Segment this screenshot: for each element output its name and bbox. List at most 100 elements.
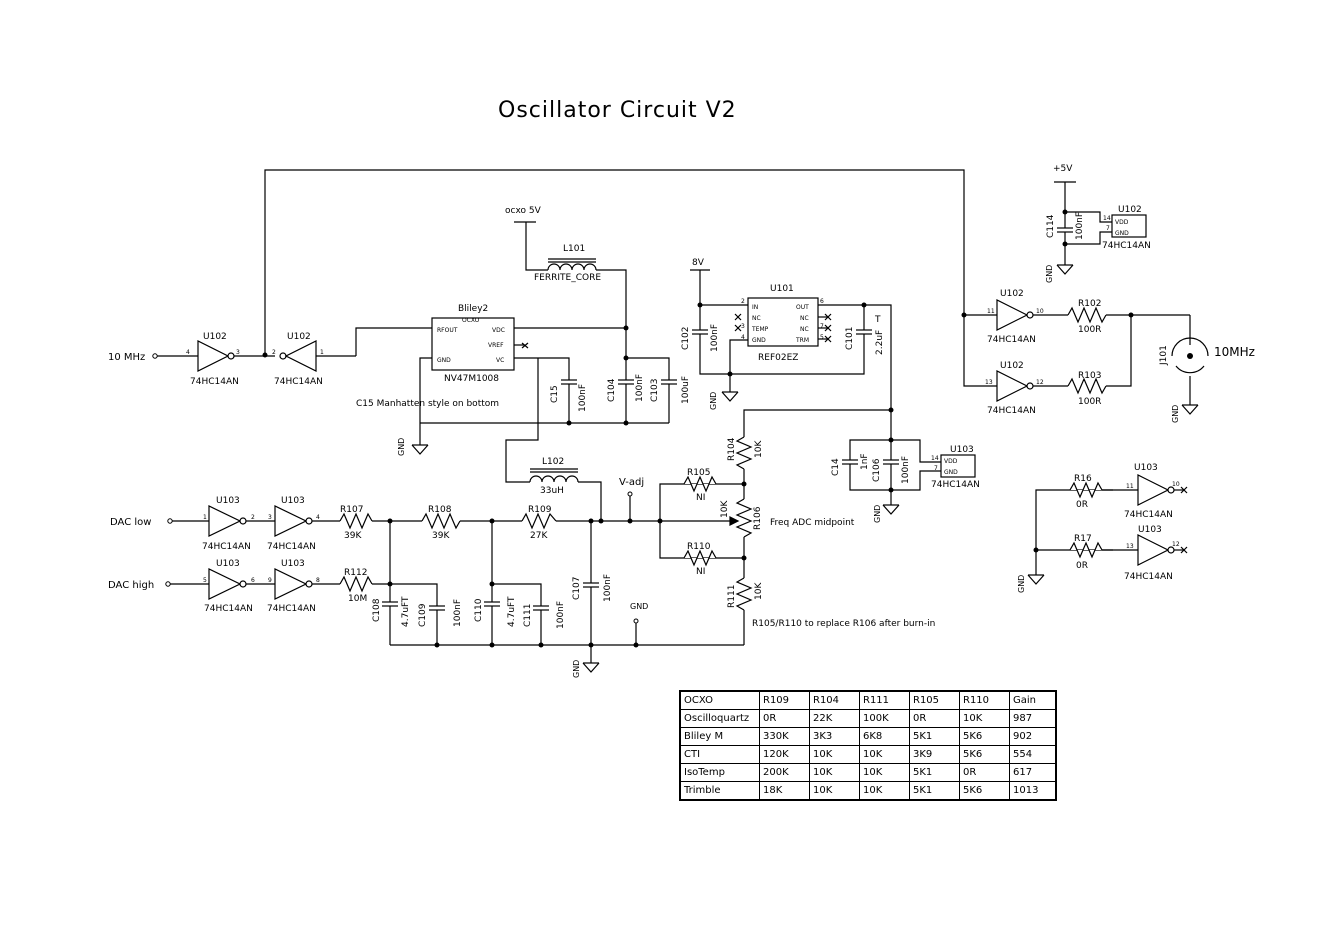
svg-text:GND: GND (397, 438, 406, 456)
svg-text:10MHz: 10MHz (1214, 345, 1255, 359)
svg-text:C106: C106 (872, 458, 882, 482)
svg-text:R110: R110 (687, 542, 711, 552)
svg-text:13: 13 (1126, 543, 1134, 550)
svg-text:100uF: 100uF (681, 376, 691, 404)
svg-text:4: 4 (741, 334, 745, 341)
power-u103: VDD GND U103 74HC14AN 14 7 (931, 445, 980, 490)
table-cell: 10K (809, 763, 860, 782)
svg-text:U101: U101 (770, 284, 794, 294)
capacitor-c15: C15 100nF (550, 379, 588, 423)
svg-text:100nF: 100nF (603, 574, 613, 602)
svg-text:NI: NI (696, 567, 705, 577)
input-10mhz-label: 10 MHz (108, 352, 145, 363)
gate-u102-d: U102 74HC14AN 13 12 (963, 315, 1068, 416)
table-cell: 10K (859, 763, 910, 782)
svg-text:74HC14AN: 74HC14AN (204, 604, 253, 614)
svg-text:R109: R109 (528, 505, 552, 515)
svg-text:TEMP: TEMP (751, 326, 769, 333)
svg-text:L102: L102 (542, 457, 564, 467)
resistor-r108: R108 39K (421, 505, 522, 541)
svg-text:11: 11 (987, 308, 995, 315)
svg-text:ocxo 5V: ocxo 5V (505, 206, 542, 216)
svg-text:C109: C109 (418, 603, 428, 627)
svg-text:1: 1 (320, 349, 324, 356)
svg-text:14: 14 (1103, 215, 1111, 222)
diagram-title: Oscillator Circuit V2 (498, 98, 737, 123)
resistor-r112: R112 10M (339, 568, 390, 604)
svg-text:V-adj: V-adj (619, 477, 644, 488)
svg-text:GND: GND (1171, 405, 1180, 423)
svg-text:2: 2 (251, 514, 255, 521)
table-cell: 3K9 (909, 745, 960, 764)
capacitor-c104: C104 100nF (607, 328, 645, 423)
power-u102: VDD GND U102 74HC14AN 14 7 (1102, 205, 1151, 251)
ocxo-bliley: Bliley2 OCXO NV47M1008 RFOUT GND VDC VRE… (356, 304, 626, 456)
svg-text:100nF: 100nF (1075, 212, 1085, 240)
svg-text:3: 3 (741, 323, 745, 330)
inductor-l102: L102 33uH (505, 358, 602, 521)
svg-text:R102: R102 (1078, 299, 1101, 309)
svg-text:6: 6 (251, 577, 255, 584)
svg-text:R103: R103 (1078, 371, 1101, 381)
svg-text:74HC14AN: 74HC14AN (1124, 510, 1173, 520)
svg-text:U102: U102 (287, 332, 311, 342)
svg-text:R108: R108 (428, 505, 452, 515)
svg-text:VDD: VDD (944, 458, 958, 465)
svg-text:GND: GND (1045, 265, 1054, 283)
svg-text:R16: R16 (1074, 474, 1092, 484)
svg-text:L101: L101 (563, 244, 585, 254)
svg-text:39K: 39K (344, 531, 362, 541)
svg-text:100nF: 100nF (453, 599, 463, 627)
svg-text:4.7uFT: 4.7uFT (507, 596, 517, 627)
table-header-cell: R110 (959, 690, 1010, 710)
svg-text:7: 7 (934, 465, 938, 472)
svg-text:12: 12 (1036, 379, 1044, 386)
svg-text:REF02EZ: REF02EZ (758, 353, 798, 363)
svg-text:+5V: +5V (1053, 164, 1073, 174)
svg-text:FERRITE_CORE: FERRITE_CORE (534, 273, 601, 283)
svg-text:74HC14AN: 74HC14AN (190, 377, 239, 387)
table-cell: 5K6 (959, 745, 1010, 764)
dac-low-input: DAC low (110, 517, 209, 528)
table-cell: 22K (809, 709, 860, 728)
resistor-r105: R105 NI (657, 468, 744, 524)
table-cell: 5K1 (909, 763, 960, 782)
table-cell: 554 (1009, 745, 1057, 764)
resistor-r107: R107 39K (339, 505, 422, 541)
svg-text:100R: 100R (1078, 325, 1101, 335)
svg-text:DAC high: DAC high (108, 580, 154, 591)
svg-text:10K: 10K (754, 440, 764, 458)
svg-text:74HC14AN: 74HC14AN (1102, 241, 1151, 251)
table-cell: 5K6 (959, 781, 1010, 801)
svg-text:OCXO: OCXO (462, 317, 480, 324)
table-header-cell: R105 (909, 690, 960, 710)
svg-text:VDD: VDD (1115, 219, 1129, 226)
unused-u103-gates: GND R16 0R R17 0R U103 74HC14AN U103 74H… (1017, 463, 1188, 593)
table-cell: 5K6 (959, 727, 1010, 746)
table-cell: 0R (759, 709, 810, 728)
svg-text:GND: GND (944, 469, 958, 476)
svg-text:Bliley2: Bliley2 (458, 304, 488, 314)
table-header-cell: R104 (809, 690, 860, 710)
table-cell: 18K (759, 781, 810, 801)
capacitor-c14: C14 1nF (831, 410, 894, 491)
svg-text:6: 6 (820, 298, 824, 305)
svg-text:R105/R110 to replace R106 afte: R105/R110 to replace R106 after burn-in (752, 619, 935, 629)
dac-high-input: DAC high (108, 580, 209, 591)
svg-text:100nF: 100nF (635, 374, 645, 402)
svg-text:GND: GND (752, 337, 766, 344)
svg-text:GND: GND (873, 505, 882, 523)
table-cell: 5K1 (909, 727, 960, 746)
svg-text:10M: 10M (348, 594, 367, 604)
svg-text:Freq ADC midpoint: Freq ADC midpoint (770, 518, 855, 528)
table-cell: CTI (679, 745, 760, 764)
table-cell: 10K (809, 781, 860, 801)
svg-text:39K: 39K (432, 531, 450, 541)
svg-text:C110: C110 (474, 598, 484, 622)
svg-text:GND: GND (1115, 230, 1129, 237)
ground-rail: GND (390, 602, 744, 648)
